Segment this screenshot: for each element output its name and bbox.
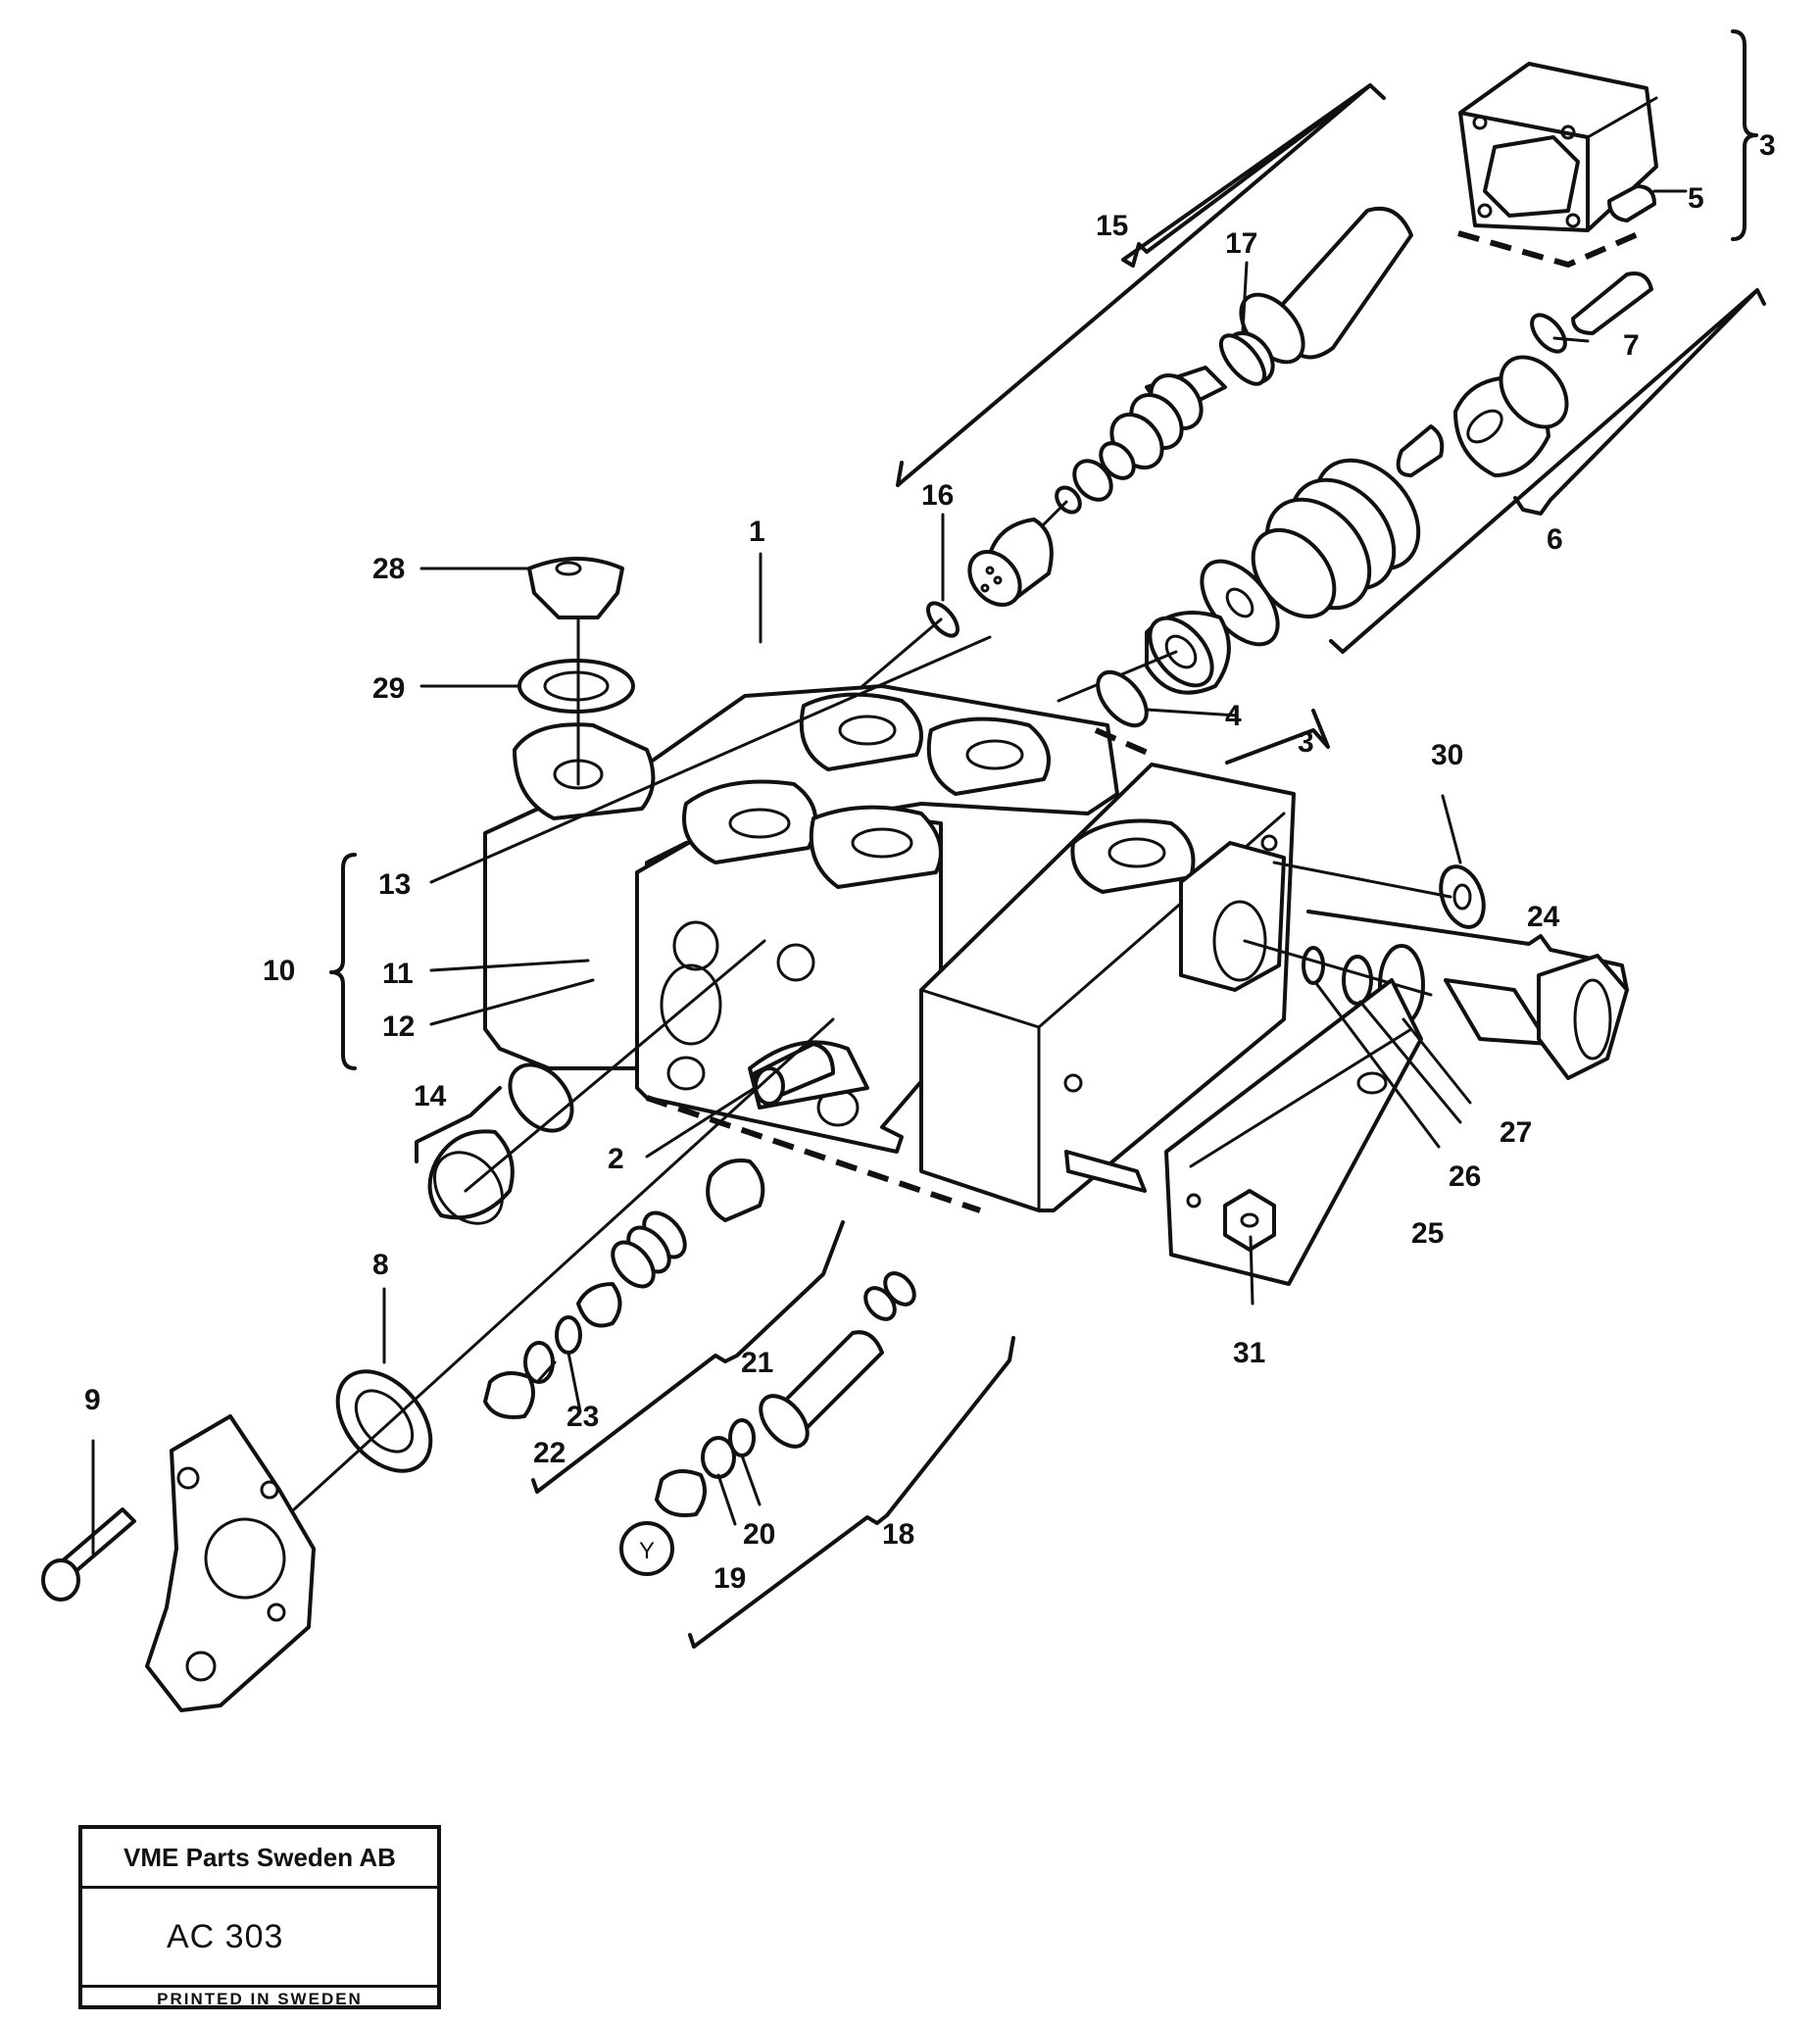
callout-12: 12 [382, 1011, 415, 1043]
washer-30 [1439, 864, 1486, 929]
sleeve-21 [706, 1159, 765, 1222]
ring-23 [555, 1315, 582, 1355]
callout-28: 28 [372, 553, 405, 585]
ring-26 [1342, 955, 1373, 1006]
callout-25: 25 [1411, 1217, 1444, 1250]
cover-3 [1458, 62, 1658, 232]
callout-22: 22 [533, 1437, 566, 1469]
callout-1: 1 [749, 516, 765, 548]
bracket-24 [1306, 910, 1629, 992]
callout-5: 5 [1688, 182, 1704, 215]
callout-3-top: 3 [1759, 129, 1776, 162]
title-block: VME Parts Sweden AB AC 303 PRINTED IN SW… [78, 1825, 441, 2009]
callout-24: 24 [1527, 901, 1560, 933]
flange-9 [145, 1414, 316, 1712]
callout-6: 6 [1547, 523, 1563, 556]
bracket-21 [531, 1220, 845, 1494]
bracket-10 [329, 853, 357, 1070]
leader-lines [91, 189, 1688, 1555]
dashed-line-top [1457, 227, 1648, 269]
callout-2: 2 [608, 1143, 624, 1175]
callout-20: 20 [743, 1518, 775, 1551]
plug-14 [427, 1129, 515, 1220]
callout-13: 13 [378, 868, 411, 901]
callout-labels: 1 2 3 3 4 5 6 7 8 9 10 11 12 13 14 15 16… [84, 129, 1776, 1595]
nut-31 [1223, 1189, 1276, 1252]
callout-29: 29 [372, 672, 405, 705]
callout-21: 21 [741, 1347, 773, 1379]
title-block-printed: PRINTED IN SWEDEN [82, 1985, 437, 2013]
bracket-3-mid [1225, 709, 1330, 765]
title-block-code: AC 303 [167, 1918, 284, 1955]
callout-10: 10 [263, 955, 295, 987]
callout-17: 17 [1225, 227, 1257, 260]
bracket-3-top [1731, 29, 1758, 241]
callout-27: 27 [1500, 1116, 1532, 1149]
screw-top [1571, 271, 1653, 335]
callout-9: 9 [84, 1384, 101, 1416]
plug-28 [527, 557, 624, 619]
cap-y-marking: Y [639, 1538, 655, 1564]
seal-ring-16 [926, 601, 959, 638]
bracket-15-left [896, 461, 904, 487]
clip-18 [655, 1469, 707, 1517]
callout-18: 18 [882, 1518, 914, 1551]
o-ring-4 [1096, 669, 1149, 728]
callout-3-mid: 3 [1298, 726, 1314, 759]
bracket-18 [688, 1336, 1015, 1649]
callout-14: 14 [414, 1080, 447, 1112]
callout-19: 19 [713, 1562, 746, 1595]
callout-15: 15 [1096, 210, 1128, 242]
callout-16: 16 [921, 479, 954, 512]
callout-31: 31 [1233, 1337, 1265, 1369]
ring-25 [1302, 946, 1325, 985]
dashed-line-front [646, 1095, 981, 1213]
callout-7: 7 [1623, 329, 1640, 362]
bracket-14 [415, 1086, 502, 1163]
cap-y [619, 1521, 674, 1576]
callout-26: 26 [1449, 1160, 1481, 1193]
callout-23: 23 [566, 1401, 599, 1433]
callout-8: 8 [372, 1249, 389, 1281]
callout-4: 4 [1225, 700, 1242, 732]
valve-body [483, 684, 1296, 1212]
screw-5 [1607, 184, 1656, 222]
title-block-company: VME Parts Sweden AB [82, 1829, 437, 1889]
bracket-15 [896, 83, 1386, 487]
callout-30: 30 [1431, 739, 1463, 771]
callout-11: 11 [382, 958, 414, 990]
dashed-line-rear [1094, 727, 1158, 760]
o-ring-7 [1530, 313, 1567, 354]
bracket-6 [1341, 288, 1766, 654]
o-ring-17 [1218, 333, 1267, 386]
bracket-6-lower [1329, 639, 1345, 654]
clip-21 [483, 1371, 535, 1419]
ring-19 [701, 1436, 736, 1479]
relief-valve-6 [1145, 355, 1569, 695]
fitting-24 [1444, 954, 1629, 1080]
washer-29 [517, 659, 635, 714]
